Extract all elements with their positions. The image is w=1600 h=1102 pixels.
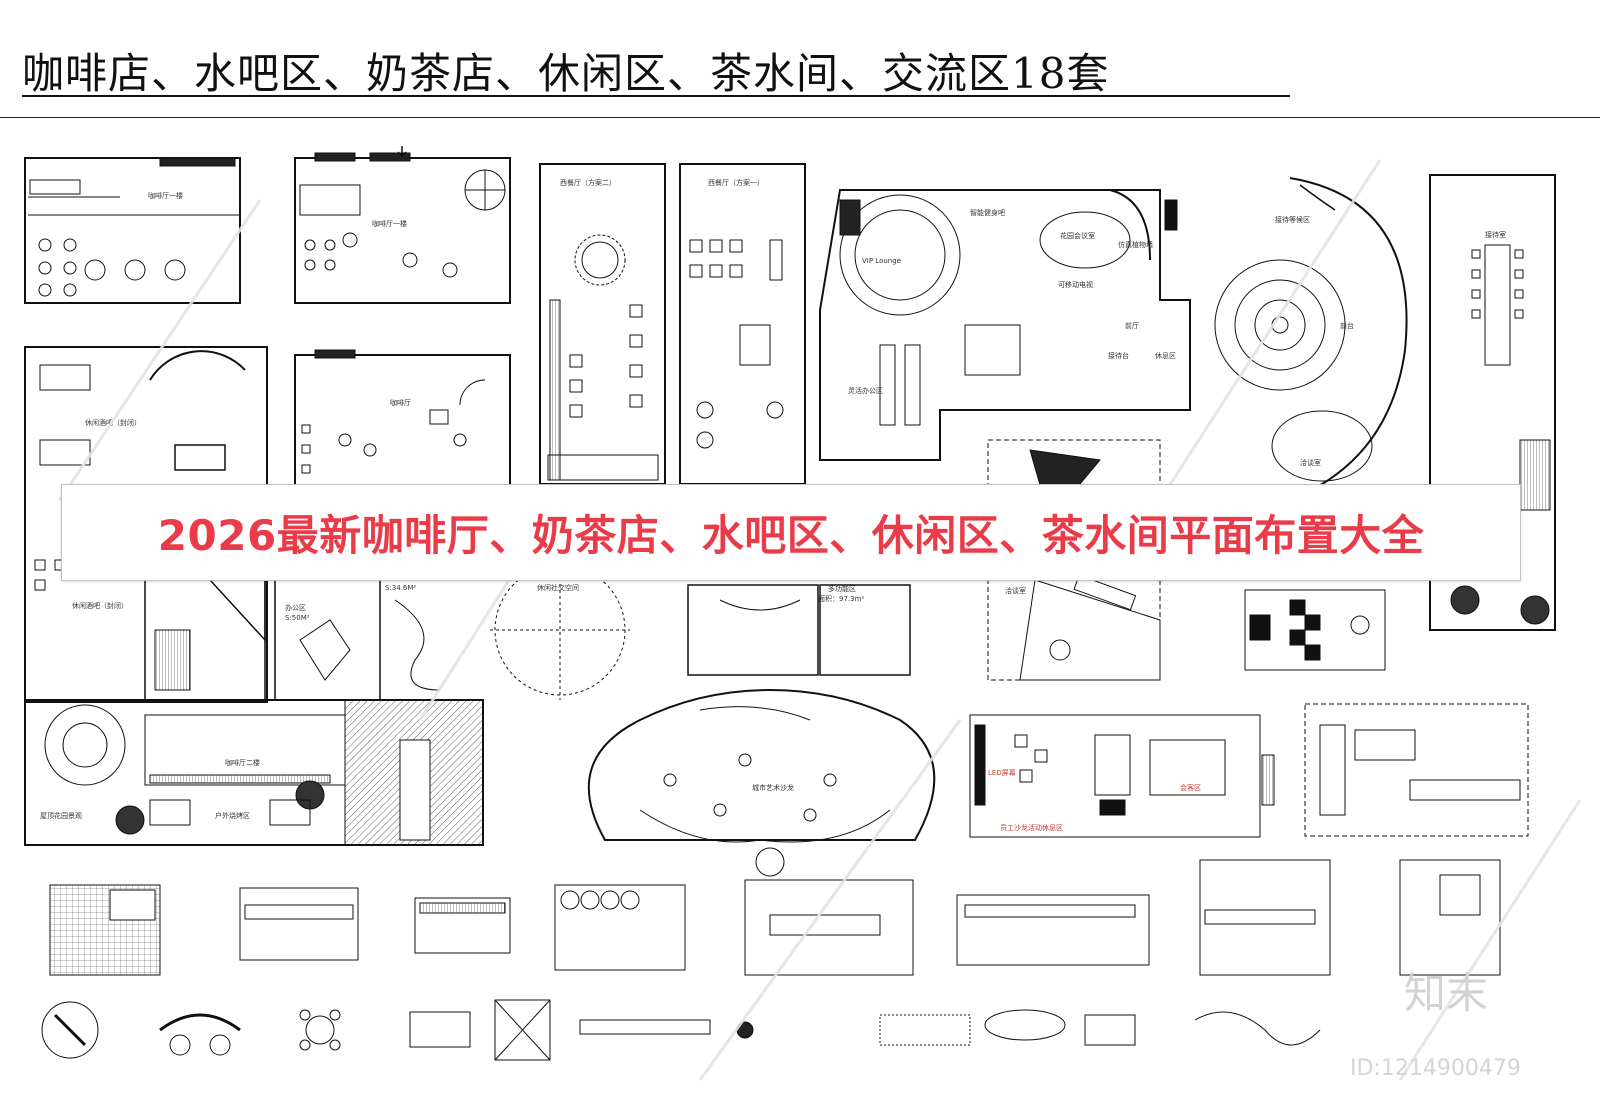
plan-right-middle xyxy=(1244,589,1386,671)
plan-staff-salon xyxy=(969,714,1275,838)
label-cafe: 咖啡厅 xyxy=(390,398,411,407)
watermark-id: ID:1214900479 xyxy=(1350,1056,1521,1081)
plan-cafe xyxy=(294,349,511,486)
label-vip-lounge: VIP Lounge xyxy=(862,257,901,265)
label-multi-area: 面积：97.3m² xyxy=(818,594,864,603)
label-reception-waiting: 接待等候区 xyxy=(1275,215,1310,224)
plan-kitchen-row xyxy=(49,859,1501,976)
label-urban-art-salon: 城市艺术沙龙 xyxy=(752,783,794,792)
label-office-area: 办公区 xyxy=(285,603,306,612)
label-negotiation-room: 洽谈室 xyxy=(1300,458,1321,467)
label-movable-tv: 可移动电视 xyxy=(1058,280,1093,289)
plan-office-lounge xyxy=(819,189,1191,461)
label-front-counter: 前台 xyxy=(1340,321,1354,330)
label-negotiation: 洽谈室 xyxy=(1005,586,1026,595)
label-smart-bar: 智能健身吧 xyxy=(970,208,1005,217)
plan-reception-room xyxy=(1429,174,1556,631)
label-outdoor-bbq: 户外烧烤区 xyxy=(215,811,250,820)
plan-furniture-row xyxy=(41,999,1321,1061)
plan-lower-middle xyxy=(144,560,911,701)
label-cafe-1f-b: 咖啡厅一楼 xyxy=(372,219,407,228)
header-divider xyxy=(0,117,1600,118)
label-flexible-office: 灵活办公区 xyxy=(848,386,883,395)
label-western-scheme-2: 西餐厅（方案二） xyxy=(560,178,616,187)
promo-banner: 2026最新咖啡厅、奶茶店、水吧区、休闲区、茶水间平面布置大全 xyxy=(61,484,1521,581)
plan-western-scheme-1 xyxy=(679,163,806,485)
label-cafe-1f-a: 咖啡厅一楼 xyxy=(148,191,183,200)
label-fake-plants: 仿真植物墙 xyxy=(1118,240,1153,249)
watermark-logo: 知末 xyxy=(1404,969,1489,1018)
plan-round-reception xyxy=(1214,177,1408,501)
page-title: 咖啡店、水吧区、奶茶店、休闲区、茶水间、交流区18套 xyxy=(22,49,1110,98)
label-garden-meeting: 花园会议室 xyxy=(1060,231,1095,240)
label-rest-area: 休息区 xyxy=(1155,351,1176,360)
label-meeting-room: 会客区 xyxy=(1180,783,1201,792)
label-front-desk: 前厅 xyxy=(1125,321,1139,330)
label-area-34: S:34.6M² xyxy=(385,584,416,592)
label-cafe-2f: 咖啡厅二楼 xyxy=(225,758,260,767)
title-underline xyxy=(22,95,1290,97)
floor-plan-collage: 咖啡厅一楼 咖啡厅一楼 西餐厅（方案二） 西餐厅（方案一） xyxy=(24,146,1582,1081)
label-leisure-social: 休闲社交空间 xyxy=(537,583,579,592)
label-roof-garden: 屋顶花园景观 xyxy=(40,811,82,820)
header: 咖啡店、水吧区、奶茶店、休闲区、茶水间、交流区18套 xyxy=(0,0,1600,118)
background-watermark xyxy=(58,159,1582,1081)
label-leisure-bar-2: 休闲酒吧（封闭） xyxy=(72,601,128,610)
label-reception: 接待台 xyxy=(1108,351,1129,360)
label-multi-function: 多功能区 xyxy=(828,584,856,593)
label-led-screen: LED屏幕 xyxy=(988,768,1016,777)
plan-kitchen-right xyxy=(1304,703,1529,837)
label-reception-room: 接待室 xyxy=(1485,230,1506,239)
plan-urban-art-salon xyxy=(587,688,936,877)
banner-text: 2026最新咖啡厅、奶茶店、水吧区、休闲区、茶水间平面布置大全 xyxy=(157,511,1425,560)
plan-western-scheme-2 xyxy=(539,163,666,485)
label-office-size: S:50M² xyxy=(285,614,310,622)
plan-cafe-1f-a xyxy=(24,157,241,304)
label-staff-salon: 员工沙龙活动休息区 xyxy=(1000,823,1063,832)
plan-cafe-1f-b xyxy=(294,146,511,304)
plan-cafe-2f xyxy=(24,699,484,846)
label-western-scheme-1: 西餐厅（方案一） xyxy=(708,178,764,187)
